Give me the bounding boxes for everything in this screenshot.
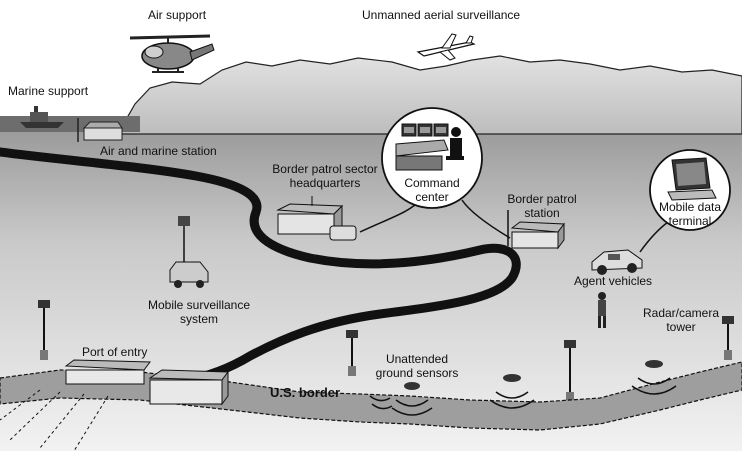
laptop-icon	[667, 157, 717, 201]
tower-icon	[722, 316, 734, 360]
mountain-range	[119, 55, 742, 135]
air-marine-station-icon	[77, 118, 123, 142]
command-center-label-line1: Command	[404, 176, 460, 190]
mobile-data-terminal-label: Mobile data terminal	[652, 200, 728, 228]
air-marine-station-label: Air and marine station	[100, 144, 217, 158]
marine-boat-icon	[20, 106, 64, 128]
agent-vehicles-label: Agent vehicles	[574, 274, 653, 288]
tower-icon	[38, 300, 50, 360]
helicopter-icon	[129, 34, 215, 73]
tower-icon	[564, 340, 576, 402]
command-center-console-icon	[395, 123, 464, 171]
command-center-label-line2: center	[415, 190, 449, 204]
radar-camera-tower-label-line1: Radar/camera	[642, 306, 720, 320]
ground-sensors-label-line2: ground sensors	[375, 366, 459, 380]
ground-sensor-icon	[391, 382, 433, 416]
uav-plane-icon	[416, 33, 476, 61]
mobile-surveillance-label-line1: Mobile surveillance	[147, 298, 251, 312]
ground-sensors-label: Unattended ground sensors	[370, 352, 464, 380]
border-patrol-station-icon	[507, 210, 565, 250]
mobile-surveillance-label: Mobile surveillance system	[138, 298, 260, 326]
command-center-label: Command center	[396, 176, 468, 204]
mobile-surveillance-label-line2: system	[179, 312, 218, 326]
border-patrol-station-label-line1: Border patrol	[507, 192, 577, 206]
mobile-surveillance-vehicle-icon	[169, 216, 209, 288]
sector-headquarters-label-line1: Border patrol sector	[272, 162, 378, 176]
road	[0, 147, 521, 387]
air-support-label: Air support	[148, 8, 207, 22]
tower-icon	[346, 330, 358, 376]
ground-sensors-label-line1: Unattended	[385, 352, 449, 366]
uav-label: Unmanned aerial surveillance	[362, 8, 521, 22]
sector-headquarters-label-line2: headquarters	[289, 176, 361, 190]
mobile-data-terminal-label-line2: terminal	[668, 214, 712, 228]
radar-camera-tower-label: Radar/camera tower	[640, 306, 722, 334]
agent-person-icon	[598, 292, 606, 328]
sensor-signal-icon	[369, 395, 393, 410]
sector-headquarters-label: Border patrol sector headquarters	[266, 162, 384, 190]
mobile-data-terminal-label-line1: Mobile data	[658, 200, 722, 214]
us-border-label: U.S. border	[270, 385, 341, 400]
port-of-entry-label: Port of entry	[82, 345, 148, 359]
mobile-data-terminal-bubble	[649, 149, 731, 231]
border-patrol-station-label-line2: station	[524, 206, 560, 220]
marine-support-label: Marine support	[8, 84, 89, 98]
port-of-entry-icon	[0, 359, 229, 451]
agent-vehicle-icon	[591, 249, 643, 275]
ground-sensor-icon	[489, 374, 535, 409]
ground-sensor-icon	[631, 360, 677, 395]
sector-headquarters-icon	[276, 196, 357, 241]
radar-camera-tower-label-line2: tower	[666, 320, 696, 334]
border-patrol-station-label: Border patrol station	[498, 192, 586, 220]
